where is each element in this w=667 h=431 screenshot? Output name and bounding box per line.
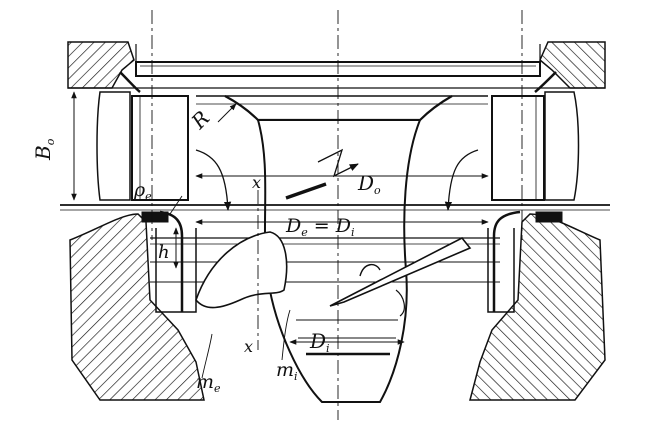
label-Di: Di bbox=[309, 329, 330, 355]
label-D0: Do bbox=[357, 171, 381, 197]
runner-crown bbox=[196, 95, 488, 122]
label-R: R bbox=[186, 106, 214, 134]
casing-top-left bbox=[67, 41, 135, 89]
blade-edge-curve bbox=[395, 289, 405, 317]
label-me: me bbox=[196, 371, 221, 395]
centerlines bbox=[151, 10, 523, 420]
right-guide-vane bbox=[491, 91, 580, 201]
label-B0: Bo bbox=[31, 138, 57, 161]
flow-arrows bbox=[195, 148, 479, 211]
leader-lines bbox=[201, 309, 291, 379]
hub-bands bbox=[296, 319, 398, 356]
label-De-eq-Di: De = Di bbox=[285, 215, 355, 239]
left-guide-vane bbox=[96, 91, 189, 201]
drawing-labels: Bo R ρe Do De = Di h x x Di me mi bbox=[31, 106, 381, 395]
label-h: h bbox=[158, 242, 170, 263]
dimension-lines bbox=[71, 91, 489, 345]
label-rho-e: ρe bbox=[133, 179, 152, 203]
foundation-bottom-left bbox=[69, 213, 205, 401]
label-x-top: x bbox=[252, 173, 261, 192]
foundation-bottom-right bbox=[469, 213, 606, 401]
label-mi: mi bbox=[276, 359, 298, 383]
lower-frame bbox=[60, 204, 610, 313]
runner-blade-right bbox=[329, 236, 472, 307]
top-frame bbox=[68, 44, 605, 93]
casing-top-right bbox=[539, 41, 606, 89]
runner-blade-left bbox=[195, 231, 288, 309]
runner-hub bbox=[256, 119, 422, 403]
label-x-bottom: x bbox=[244, 337, 253, 356]
blade-root-fillet bbox=[359, 263, 381, 277]
